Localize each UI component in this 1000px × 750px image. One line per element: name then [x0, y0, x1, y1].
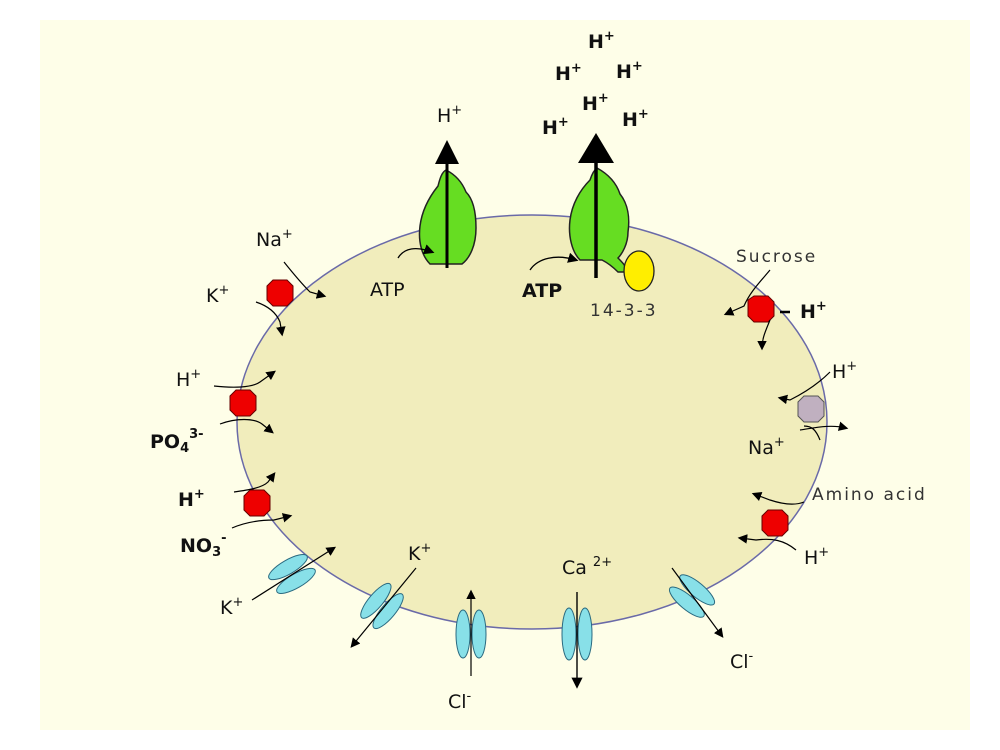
- cl-right-arrow: [671, 567, 724, 638]
- atp-left-label: ATP: [370, 279, 405, 301]
- pump-right-body: [568, 167, 630, 273]
- nitrate-symporter: [231, 472, 293, 529]
- phosphate-symporter: [213, 370, 276, 434]
- k-channel-inner-sub-b: [372, 593, 404, 630]
- po4-in-arrow: [219, 418, 274, 434]
- h-plus-no3-label: H+: [178, 487, 205, 511]
- cl-channel-bottom-sub-b: [471, 609, 487, 659]
- cl-channel-right-sub-b: [668, 586, 705, 618]
- h-in-no3-arrow: [233, 472, 276, 493]
- h-plus-cloud-5: H+: [542, 115, 569, 139]
- sodium-proton-antiporter: [777, 371, 849, 441]
- cl-bottom-label: Cl-: [448, 689, 472, 713]
- k-channel-inner-sub-a: [360, 582, 392, 619]
- amino-acid-carrier: [761, 509, 789, 537]
- amino-acid-label: Amino acid: [812, 485, 927, 505]
- po4-label: PO43-: [150, 427, 204, 456]
- h-plus-pump-left-label: H+: [437, 103, 462, 127]
- no3-label: NO3-: [180, 531, 227, 560]
- sucrose-carrier: [747, 295, 775, 323]
- h-plus-cloud-1: H+: [588, 29, 615, 53]
- atp-left-arrow: [397, 244, 435, 259]
- na-left-label: Na+: [256, 227, 293, 251]
- amino-h-in-arrow: [737, 534, 797, 551]
- ca-channel-sub-a: [561, 607, 577, 661]
- k-channel-outer-label: K+: [220, 595, 243, 619]
- atp-right-arrow: [529, 252, 579, 271]
- na-k-carrier: [255, 261, 327, 337]
- h-plus-cloud-2: H+: [555, 61, 582, 85]
- k-channel-inner-label: K+: [408, 541, 431, 565]
- cl-channel-bottom-sub-a: [455, 609, 471, 659]
- na-h-carrier: [797, 395, 825, 423]
- k-channel-outer: [268, 554, 316, 594]
- sucrose-label: Sucrose: [736, 247, 817, 267]
- h-plus-cloud-6: H+: [622, 107, 649, 131]
- proton-pump-left: [397, 140, 477, 268]
- atp-right-label: ATP: [522, 280, 562, 302]
- sucrose-symporter: [723, 269, 790, 351]
- ca-channel: [561, 607, 593, 661]
- na-line: [803, 425, 821, 441]
- na-right-label: Na+: [748, 435, 785, 459]
- k-channel-inner: [360, 582, 404, 630]
- ca-channel-sub-b: [577, 607, 593, 661]
- pump-right-arrow-head: [578, 133, 614, 163]
- protein-14-3-3: [623, 250, 655, 292]
- proton-pump-right: [529, 133, 655, 292]
- h-in-po4-arrow: [213, 370, 276, 388]
- h-plus-po4-label: H+: [176, 367, 201, 391]
- h-in-arrow: [777, 371, 831, 405]
- h-plus-amino-label: H+: [804, 545, 829, 569]
- h-plus-sucrose-label: H+: [800, 299, 827, 323]
- nitrate-carrier: [243, 489, 271, 517]
- sucrose-h-in-arrow: [757, 319, 771, 351]
- cl-channel-bottom: [455, 609, 487, 659]
- no3-in-arrow: [231, 513, 293, 529]
- cl-right-label: Cl-: [730, 649, 754, 673]
- k-in-left-arrow: [255, 301, 286, 337]
- k-left-label: K+: [206, 283, 229, 307]
- na-out-left-arrow: [283, 261, 327, 299]
- amino-acid-in-arrow: [751, 492, 805, 505]
- h-plus-na-label: H+: [832, 359, 857, 383]
- k-channel-inner-arrow: [350, 567, 417, 648]
- phosphate-carrier: [229, 389, 257, 417]
- cell-body: [236, 214, 828, 630]
- na-out-arrow: [799, 421, 849, 431]
- h-plus-cloud-4: H+: [582, 91, 609, 115]
- amino-acid-symporter: [737, 492, 805, 551]
- protein-14-3-3-label: 14-3-3: [590, 301, 658, 321]
- h-plus-cloud-3: H+: [616, 59, 643, 83]
- k-channel-outer-sub-a: [268, 554, 308, 581]
- sucrose-in-arrow: [723, 269, 771, 316]
- na-k-carrier-body: [266, 279, 294, 307]
- k-channel-outer-arrow: [251, 546, 337, 601]
